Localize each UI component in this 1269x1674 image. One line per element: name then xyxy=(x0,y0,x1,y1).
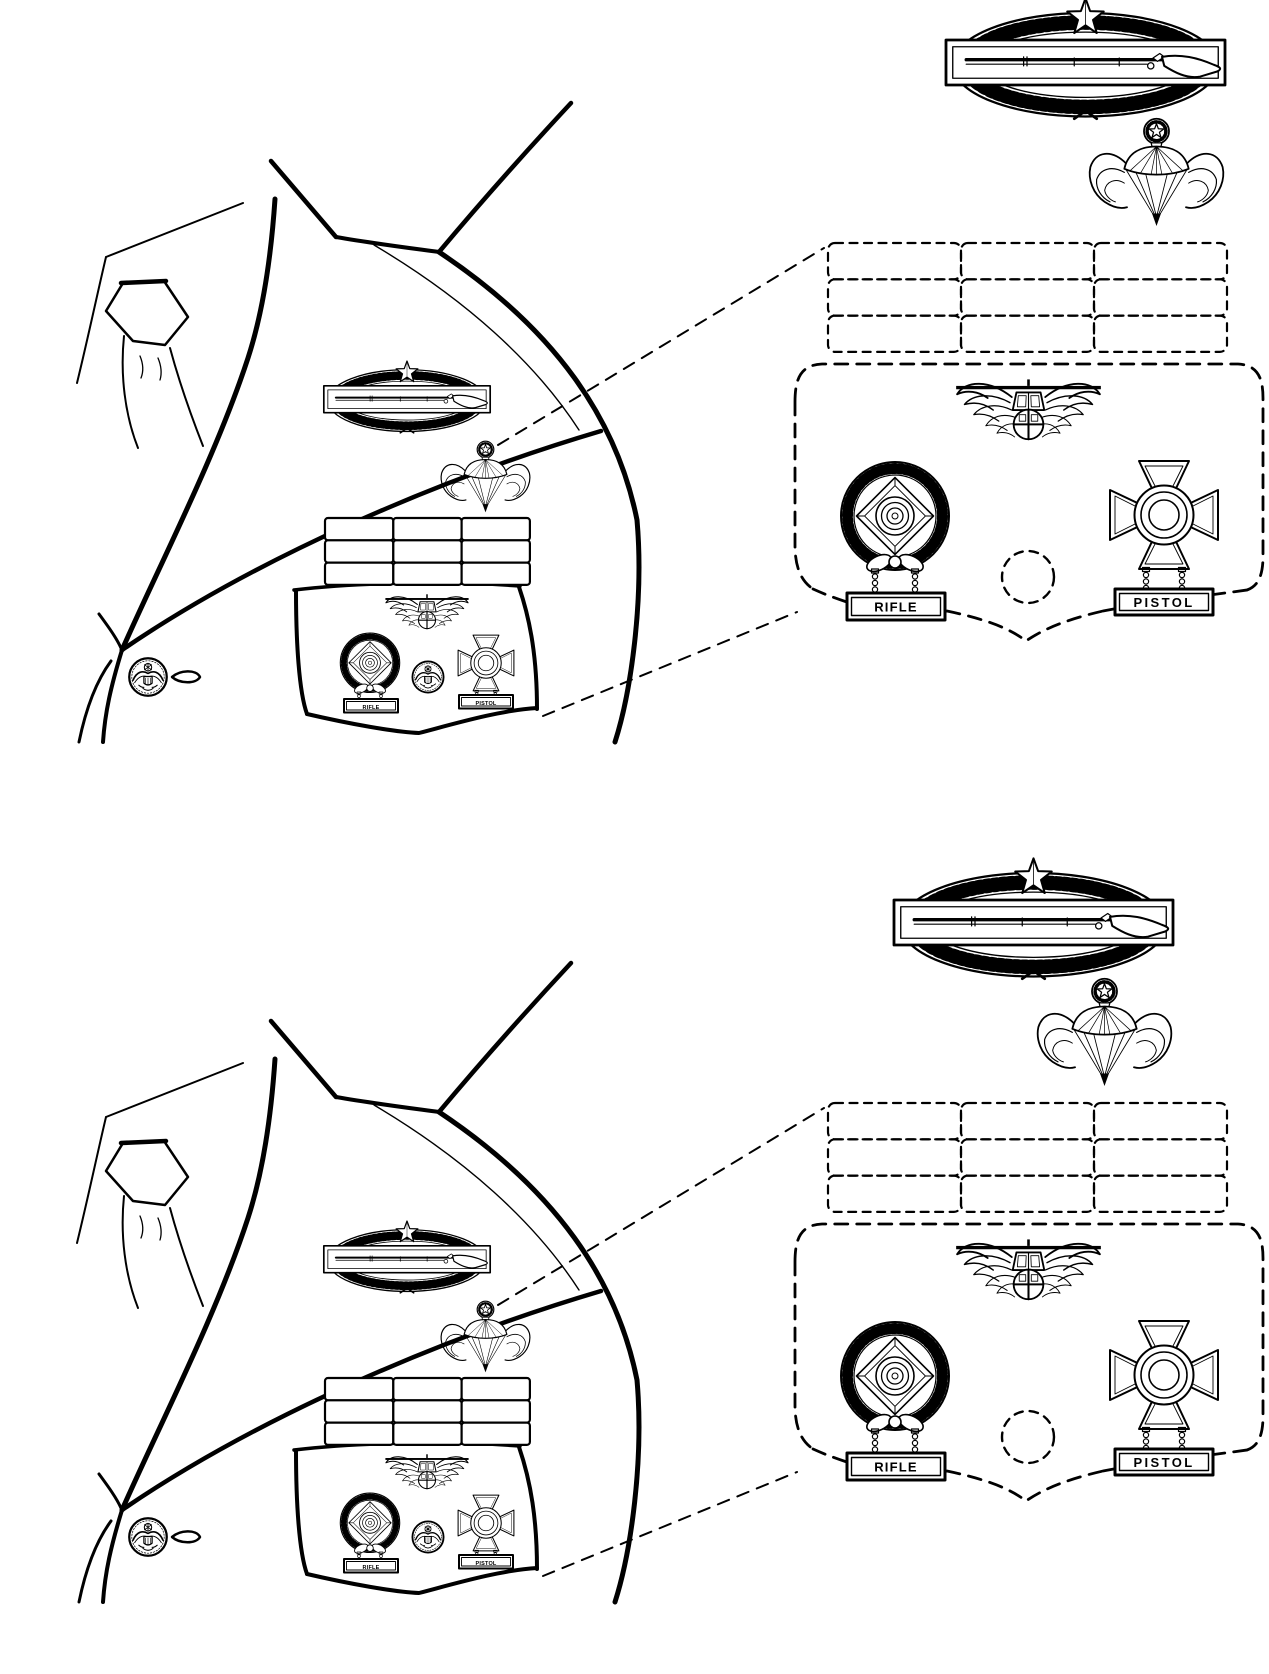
detail-rifle-bar-label: RIFLE xyxy=(874,1460,918,1475)
uniform-panel-top: RIFLE PISTOL RIFLE PISTOL xyxy=(77,0,1263,742)
uniform-panel-bottom: RIFLE PISTOL RIFLE PISTOL xyxy=(77,858,1263,1602)
jacket-rifle-bar-label: RIFLE xyxy=(363,705,380,711)
detail-pistol-bar-label: PISTOL xyxy=(1133,1455,1194,1470)
jacket-illustration xyxy=(77,103,639,742)
jacket-illustration xyxy=(77,963,639,1602)
badge-placement-callout xyxy=(498,1103,1263,1576)
detail-rifle-bar-label: RIFLE xyxy=(874,600,918,615)
badge-placement-callout xyxy=(498,243,1263,716)
jacket-rifle-bar-label: RIFLE xyxy=(363,1565,380,1571)
combat-and-special-skill-badges xyxy=(946,0,1225,226)
combat-and-special-skill-badges xyxy=(894,858,1173,1086)
jacket-pistol-bar-label: PISTOL xyxy=(476,701,497,707)
jacket-pistol-bar-label: PISTOL xyxy=(476,1561,497,1567)
detail-pistol-bar-label: PISTOL xyxy=(1133,595,1194,610)
